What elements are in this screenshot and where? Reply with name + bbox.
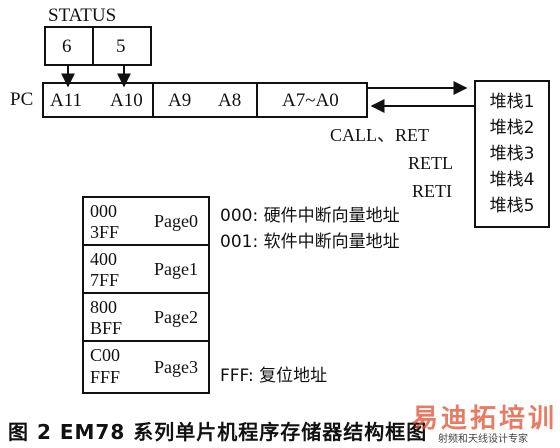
pc-field-a11: A11 xyxy=(50,90,83,111)
status-bit-6: 6 xyxy=(62,36,72,57)
instr-reti: RETI xyxy=(412,181,452,201)
instr-retl: RETL xyxy=(408,153,453,173)
page3-end: FFF xyxy=(90,367,121,387)
pc-divider-1 xyxy=(152,84,154,116)
stack-item-4: 堆栈4 xyxy=(489,170,535,190)
pc-register: A11 A10 A9 A8 A7~A0 xyxy=(42,82,368,118)
page2-end: BFF xyxy=(90,318,123,338)
program-memory: 000 3FF Page0 400 7FF Page1 800 BFF Page… xyxy=(82,196,210,394)
stack-item-5: 堆栈5 xyxy=(489,196,535,216)
page0-start: 000 xyxy=(90,201,117,221)
pc-divider-2 xyxy=(256,84,258,116)
status-register: 6 5 xyxy=(44,26,152,66)
status-bit-5: 5 xyxy=(116,36,126,57)
page0-name: Page0 xyxy=(154,211,198,231)
watermark-logo: 易迪拓培训 射频和天线设计专家 xyxy=(408,398,558,445)
note-reset: FFF: 复位地址 xyxy=(220,366,328,386)
status-label: STATUS xyxy=(48,5,117,26)
page3-start: C00 xyxy=(90,345,121,365)
page1-start: 400 xyxy=(90,249,117,269)
pc-field-a10: A10 xyxy=(110,90,143,111)
pc-label: PC xyxy=(10,89,34,110)
page2-name: Page2 xyxy=(154,307,198,327)
stack-item-3: 堆栈3 xyxy=(489,144,535,164)
memory-page-3: C00 FFF Page3 xyxy=(84,342,208,392)
pc-field-a7-a0: A7~A0 xyxy=(282,90,339,111)
stack-item-2: 堆栈2 xyxy=(489,118,535,138)
stack-box: 堆栈1 堆栈2 堆栈3 堆栈4 堆栈5 xyxy=(474,80,550,228)
page0-end: 3FF xyxy=(90,222,120,242)
instr-call-ret: CALL、RET xyxy=(330,125,429,145)
page2-start: 800 xyxy=(90,297,117,317)
memory-page-2: 800 BFF Page2 xyxy=(84,294,208,342)
page1-name: Page1 xyxy=(154,259,198,279)
status-divider xyxy=(92,28,94,64)
pc-field-a8: A8 xyxy=(218,90,242,111)
memory-page-0: 000 3FF Page0 xyxy=(84,198,208,246)
pc-field-a9: A9 xyxy=(168,90,192,111)
watermark-main: 易迪拓培训 xyxy=(412,404,558,434)
memory-page-1: 400 7FF Page1 xyxy=(84,246,208,294)
stack-item-1: 堆栈1 xyxy=(489,92,535,112)
page1-end: 7FF xyxy=(90,270,120,290)
figure-caption: 图 2 EM78 系列单片机程序存储器结构框图 xyxy=(8,420,428,444)
watermark-sub: 射频和天线设计专家 xyxy=(438,434,528,445)
note-hw-interrupt: 000: 硬件中断向量地址 xyxy=(220,206,400,226)
note-sw-interrupt: 001: 软件中断向量地址 xyxy=(220,232,400,252)
page3-name: Page3 xyxy=(154,357,198,377)
